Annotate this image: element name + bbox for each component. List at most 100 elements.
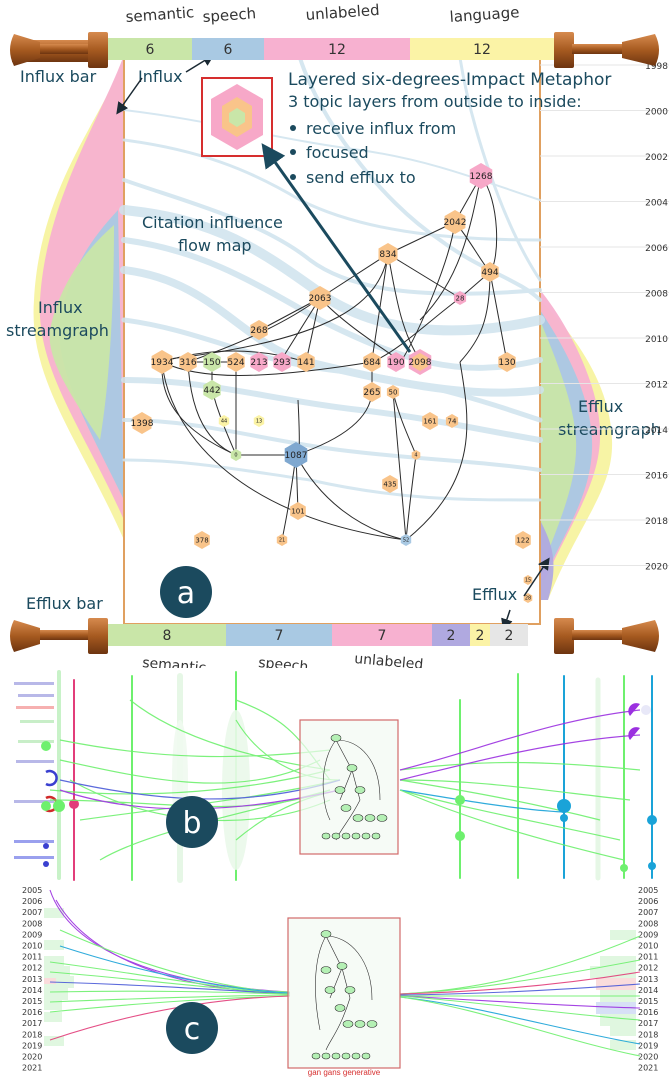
legend-title: Layered six-degrees-Impact Metaphor [288,70,611,90]
year-label-left: 2016 [22,1008,42,1017]
paper-node[interactable]: 141 [297,352,315,372]
paper-node[interactable]: 378 [194,531,210,549]
bar-segment-count: 6 [146,42,155,58]
year-label-left: 2010 [22,942,42,951]
paper-node-label: 28 [456,294,465,302]
paper-node[interactable]: 1268 [470,163,493,189]
paper-node[interactable]: 15 [523,575,533,585]
paper-node[interactable]: 50 [386,385,400,399]
paper-node-hexagon [386,385,400,399]
bar-segment [192,38,264,60]
year-label-right: 2011 [638,953,658,962]
paper-node[interactable]: 268 [250,320,268,340]
paper-node[interactable]: 44 [218,415,230,427]
paper-node[interactable]: 4 [411,450,421,460]
paper-node[interactable]: 74 [445,414,459,428]
paper-node[interactable]: 442 [203,380,221,400]
bar-segment-count: 7 [275,628,284,644]
paper-node[interactable]: 293 [273,352,291,372]
bar-segment-count: 12 [328,42,346,58]
paper-node[interactable]: 2042 [444,210,467,234]
paper-node-hexagon [378,243,398,265]
paper-node[interactable]: 13 [253,415,265,427]
paper-node[interactable]: 834 [378,243,398,265]
year-label-left: 2005 [22,886,42,895]
paper-node-label: 44 [221,419,227,425]
bar-segment-count: 2 [447,628,456,644]
paper-node[interactable]: 52 [400,534,412,546]
paper-node-label: 141 [297,358,314,368]
paper-node-hexagon [179,352,197,372]
paper-node[interactable]: 161 [422,412,438,430]
bottom-topic-unlabeled: unlabeled [354,651,424,673]
bar-segment-count: 6 [224,42,233,58]
paper-node-hexagon [273,352,291,372]
paper-node[interactable]: 435 [382,475,398,493]
paper-node[interactable]: 2098 [409,349,432,375]
paper-node-label: 4 [414,453,417,459]
year-label-left: 2014 [22,986,42,995]
year-label-left: 2007 [22,908,42,917]
paper-node[interactable]: 28 [453,291,467,305]
paper-node[interactable]: 524 [227,352,245,372]
legend-item-focused: focused [306,143,369,162]
paper-node[interactable]: 684 [363,352,381,372]
bar-segment-count: 2 [476,628,485,644]
paper-node[interactable]: 190 [387,352,405,372]
annotation-efflux-bar: Efflux bar [26,594,103,613]
paper-node-hexagon [498,352,516,372]
top-topic-unlabeled: unlabeled [305,1,380,24]
influx-streamgraph [33,55,125,540]
paper-node[interactable]: 316 [179,352,197,372]
paper-node-hexagon [422,412,438,430]
paper-node-label: 150 [203,358,220,368]
paper-node-hexagon [469,163,493,189]
bar-segment [490,624,528,646]
paper-node-label: 122 [516,536,529,544]
paper-node[interactable]: 1398 [131,412,154,434]
focus-graph-c [311,930,378,1060]
year-label: 2004 [645,199,668,209]
top-topic-semantic: semantic [125,3,195,26]
paper-node-label: 1087 [285,451,308,461]
bar-segment-count: 12 [473,42,491,58]
year-label-right: 2019 [638,1041,658,1050]
paper-node[interactable]: 122 [515,531,531,549]
paper-node[interactable]: 265 [363,382,381,402]
annotation-efflux: Efflux [472,585,517,604]
paper-node[interactable]: 2063 [309,286,332,310]
efflux-streamgraph [540,290,613,600]
topic-timelines [57,670,653,883]
paper-node-hexagon [400,534,412,546]
legend-bullet [290,125,296,131]
year-label-right: 2016 [638,1008,658,1017]
paper-node[interactable]: 213 [250,352,268,372]
bar-segment [332,624,432,646]
bar-segment [410,38,554,60]
paper-node-label: 378 [195,536,208,544]
paper-node-hexagon [453,291,467,305]
year-label: 2012 [645,381,668,391]
influx-scroll-bar: 6 6 12 12 [10,32,659,68]
paper-node[interactable]: 1087 [285,442,308,468]
paper-node[interactable]: 150 [203,352,221,372]
focus-box-c [287,917,401,1069]
paper-node-hexagon [363,382,381,402]
paper-node-label: 2098 [409,358,432,368]
bar-segment [108,38,192,60]
annotation-flow-map-line1: Citation influence [142,213,283,232]
paper-node[interactable]: 130 [498,352,516,372]
panel-a-label: a [177,576,195,611]
year-label: 2002 [645,153,668,163]
paper-node[interactable]: 494 [481,262,499,282]
paper-node[interactable]: 1934 [151,350,174,374]
paper-node[interactable]: 101 [290,502,306,520]
paper-node-label: 265 [363,388,380,398]
paper-node[interactable]: 21 [276,534,288,546]
year-label: 2000 [645,108,668,118]
paper-node[interactable]: 28 [523,593,533,603]
paper-node[interactable]: 0 [230,449,242,461]
bar-segment-count: 8 [163,628,172,644]
paper-node-label: 316 [179,358,196,368]
